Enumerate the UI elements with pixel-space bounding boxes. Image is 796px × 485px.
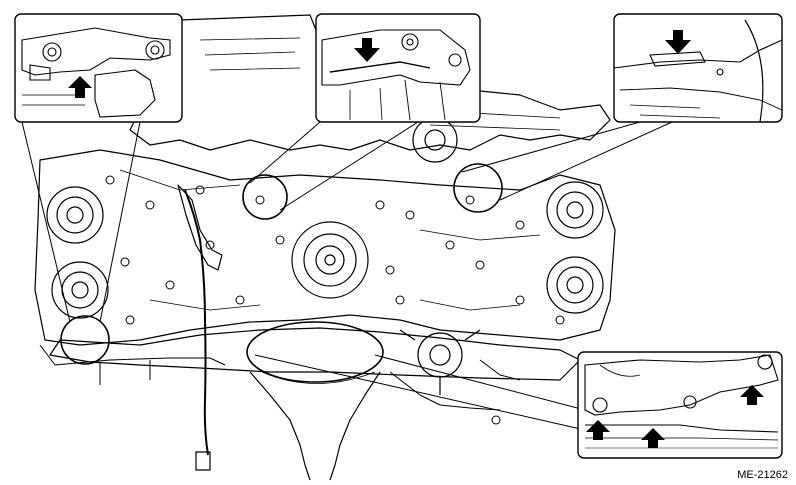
lower-block: [49, 327, 581, 381]
detail-circle-center-upper: [242, 174, 288, 220]
inset-detail-left: [14, 13, 183, 123]
oil-pan: [249, 371, 381, 481]
detail-ellipse-lower: [246, 321, 384, 383]
detail-circles: [60, 163, 503, 383]
arrow-icon: [354, 38, 380, 62]
inset-detail-bottom: [577, 351, 783, 459]
figure-reference-code: ME-21262: [737, 469, 788, 481]
inset-detail-right: [613, 13, 783, 123]
detail-circle-left: [60, 315, 110, 365]
detail-circle-right-upper: [453, 163, 503, 213]
arrow-icon: [740, 385, 764, 405]
timing-cover-outline: [34, 149, 616, 346]
arrow-icon: [641, 428, 665, 448]
arrow-icon: [68, 76, 92, 98]
arrow-icon: [665, 30, 691, 54]
leader-lines: [21, 121, 673, 431]
crank-pulley: [291, 221, 369, 299]
cover-bolts: [105, 175, 565, 325]
water-pump: [399, 329, 481, 395]
right-cam-sprocket: [546, 181, 604, 239]
arrow-icon: [586, 420, 610, 440]
left-cam-sprocket: [46, 186, 104, 244]
wiring-harness: [184, 189, 209, 456]
inset-detail-center: [315, 13, 481, 123]
upper-idler: [412, 117, 458, 163]
left-lower-cam-sprocket: [51, 261, 109, 319]
right-lower-cam-sprocket: [546, 256, 604, 314]
